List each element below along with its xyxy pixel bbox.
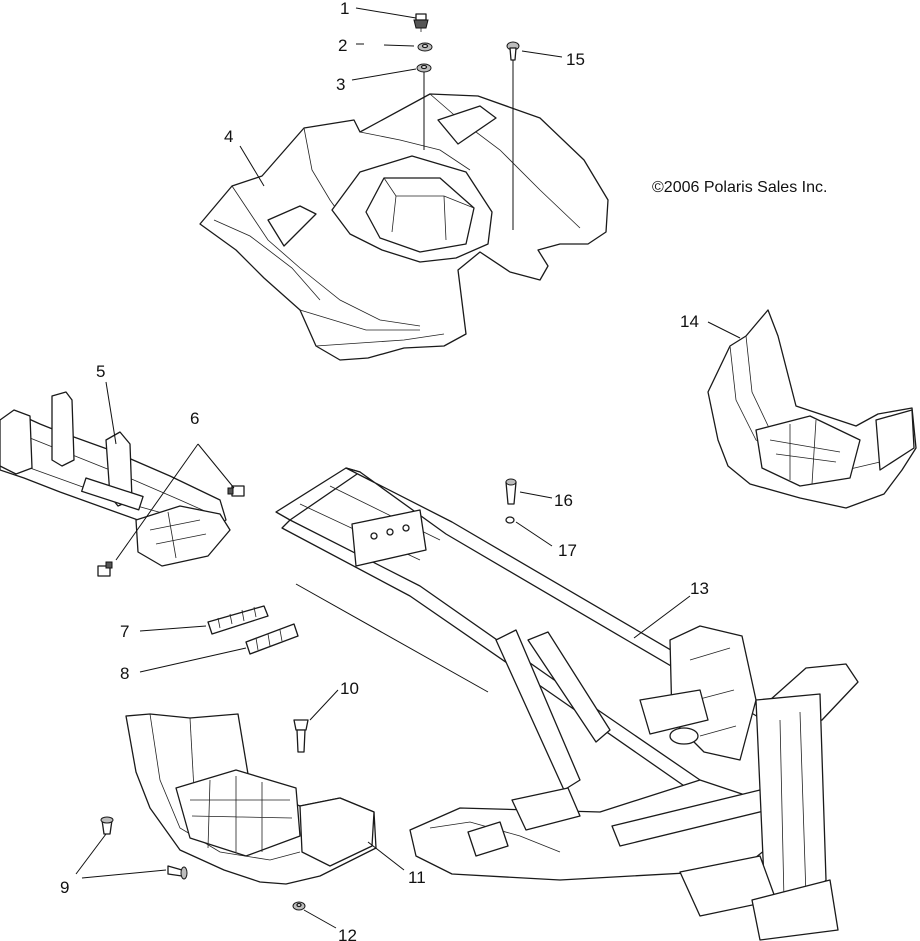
callout-15: 15 [566, 50, 585, 69]
part-15-rivet [506, 41, 520, 61]
part-11-footwell-left [125, 713, 377, 885]
part-4-rear-fender [199, 60, 609, 361]
part-1-bolt [413, 13, 429, 32]
callout-11: 11 [408, 868, 426, 887]
part-17-clip [505, 516, 515, 524]
part-2-washer [417, 42, 433, 52]
callout-13: 13 [690, 579, 709, 598]
copyright-text: ©2006 Polaris Sales Inc. [652, 179, 827, 196]
callout-4: 4 [224, 127, 233, 146]
part-5-footrest-bracket [0, 391, 245, 577]
callout-5: 5 [96, 362, 105, 381]
callout-12: 12 [338, 926, 357, 941]
part-6-bolt-a [227, 485, 245, 497]
callout-10: 10 [340, 679, 359, 698]
callout-14: 14 [680, 312, 699, 331]
callout-16: 16 [554, 491, 573, 510]
part-13-frame [275, 467, 859, 941]
part-16-pin [505, 478, 517, 505]
callout-8: 8 [120, 664, 129, 683]
part-6-bolt-b [97, 561, 113, 577]
callout-3: 3 [336, 75, 345, 94]
part-12-nut [292, 901, 306, 911]
callout-1: 1 [340, 0, 349, 18]
callout-6: 6 [190, 409, 199, 428]
callout-17: 17 [558, 541, 577, 560]
part-14-footwell-right [707, 309, 917, 509]
part-3-washer [416, 63, 432, 73]
leader-lines [75, 7, 741, 929]
callout-9: 9 [60, 878, 69, 897]
callout-7: 7 [120, 622, 129, 641]
callout-2: 2 [338, 36, 347, 55]
part-10-bolt [293, 719, 309, 753]
part-9-rivet-a [100, 816, 114, 835]
part-8-footpeg [245, 623, 299, 655]
part-9-rivet-b [167, 865, 188, 880]
part-7-footpeg [207, 605, 269, 635]
